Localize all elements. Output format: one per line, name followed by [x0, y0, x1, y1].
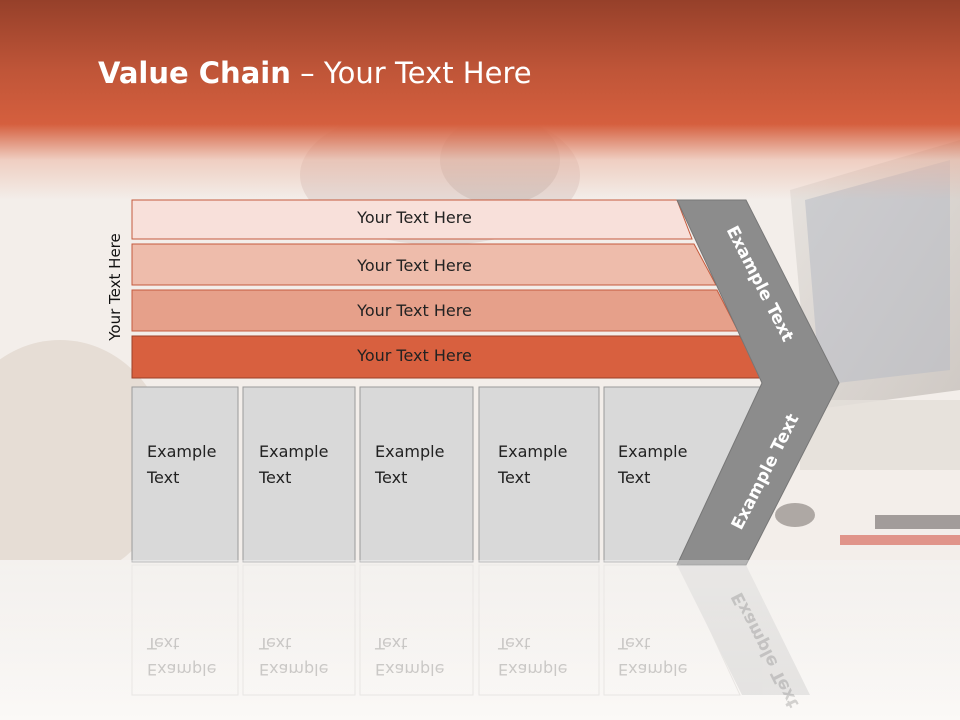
refl-4-line2: Text: [498, 634, 531, 653]
box-5-line1: Example: [618, 442, 688, 461]
box-reflection-2: Example Text: [259, 630, 328, 682]
refl-1-line2: Text: [147, 634, 180, 653]
box-shape-2: [242, 386, 356, 563]
box-4-line2: Text: [498, 468, 531, 487]
refl-3-line2: Text: [375, 634, 408, 653]
box-1-line1: Example: [147, 442, 217, 461]
box-1-line2: Text: [147, 468, 180, 487]
row-label-4: Your Text Here: [357, 346, 472, 365]
title-bold: Value Chain: [98, 56, 291, 90]
row-label-1: Your Text Here: [357, 208, 472, 227]
refl-3-line1: Example: [375, 660, 445, 679]
box-shape-4: [478, 386, 600, 563]
page-title: Value Chain – Your Text Here: [98, 56, 532, 90]
refl-5-line2: Text: [618, 634, 651, 653]
title-separator: –: [290, 56, 324, 90]
box-reflection-4: Example Text: [498, 630, 567, 682]
row-label-3: Your Text Here: [357, 301, 472, 320]
box-3-line2: Text: [375, 468, 408, 487]
row-label-2: Your Text Here: [357, 256, 472, 275]
header-band: [0, 0, 960, 200]
box-4-line1: Example: [498, 442, 568, 461]
refl-2-line1: Example: [259, 660, 329, 679]
side-label: Your Text Here: [106, 233, 124, 341]
refl-2-line2: Text: [259, 634, 292, 653]
refl-5-line1: Example: [618, 660, 688, 679]
box-shape-1: [131, 386, 239, 563]
refl-1-line1: Example: [147, 660, 217, 679]
box-2-line1: Example: [259, 442, 329, 461]
title-rest: Your Text Here: [323, 56, 532, 90]
box-shape-3: [359, 386, 474, 563]
box-2-line2: Text: [259, 468, 292, 487]
box-reflection-5: Example Text: [618, 630, 687, 682]
box-reflection-3: Example Text: [375, 630, 444, 682]
row-shape-1: [131, 199, 693, 240]
box-5-line2: Text: [618, 468, 651, 487]
box-3-line1: Example: [375, 442, 445, 461]
box-reflection-1: Example Text: [147, 630, 216, 682]
refl-4-line1: Example: [498, 660, 568, 679]
